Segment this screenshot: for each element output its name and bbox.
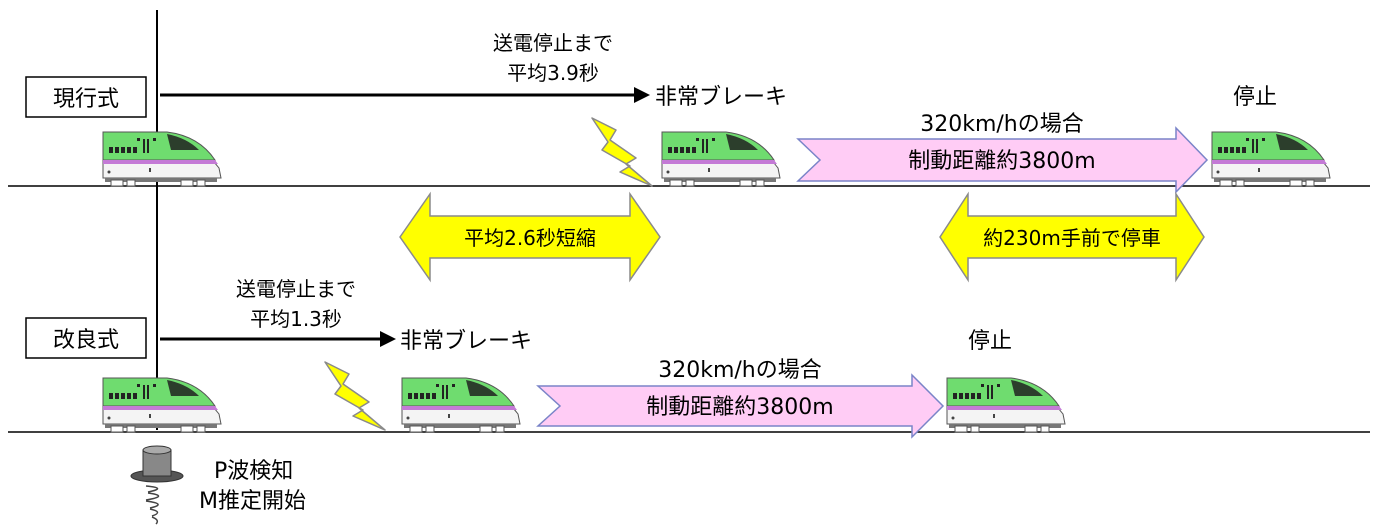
improved-train-start [102, 377, 222, 433]
improved-train-brake [401, 377, 521, 433]
improved-method-label: 改良式 [53, 328, 119, 353]
seismometer-icon [130, 445, 184, 483]
current-emergency-brake-label: 非常ブレーキ [655, 85, 787, 110]
improved-lightning-icon [324, 361, 386, 431]
current-braking-line2: 制動距離約3800m [908, 149, 1095, 174]
improved-transmission-arrowhead [380, 331, 396, 347]
improved-transmission-stop-line1: 送電停止まで [236, 277, 356, 301]
improved-train-stop [946, 377, 1066, 433]
improved-braking-line2: 制動距離約3800m [646, 395, 833, 420]
distance-reduction-arrow [939, 191, 1205, 283]
current-transmission-stop-line2: 平均3.9秒 [507, 61, 599, 85]
wave-icon [145, 485, 160, 525]
current-braking-arrow [796, 126, 1209, 194]
improved-braking-line1: 320km/hの場合 [658, 358, 822, 383]
current-train-start [102, 131, 222, 187]
sensor-m-estimate-label: M推定開始 [199, 489, 306, 514]
improved-stop-label: 停止 [968, 329, 1012, 354]
current-train-stop [1211, 131, 1331, 187]
current-braking-line1: 320km/hの場合 [920, 112, 1084, 137]
current-method-label: 現行式 [53, 87, 119, 112]
improved-braking-arrow [536, 373, 945, 439]
improved-method-box [25, 317, 147, 359]
current-method-box [25, 76, 147, 118]
distance-reduction-label: 約230m手前で停車 [983, 226, 1161, 250]
time-reduction-arrow [399, 191, 661, 283]
improved-transmission-stop-line2: 平均1.3秒 [250, 307, 342, 331]
current-train-brake [661, 131, 781, 187]
sensor-p-wave-label: P波検知 [214, 459, 293, 484]
current-transmission-arrowhead [634, 87, 650, 103]
current-lightning-icon [591, 117, 653, 187]
time-reduction-label: 平均2.6秒短縮 [464, 226, 596, 250]
improved-emergency-brake-label: 非常ブレーキ [400, 329, 532, 354]
current-transmission-stop-line1: 送電停止まで [493, 31, 613, 55]
current-stop-label: 停止 [1233, 85, 1277, 110]
